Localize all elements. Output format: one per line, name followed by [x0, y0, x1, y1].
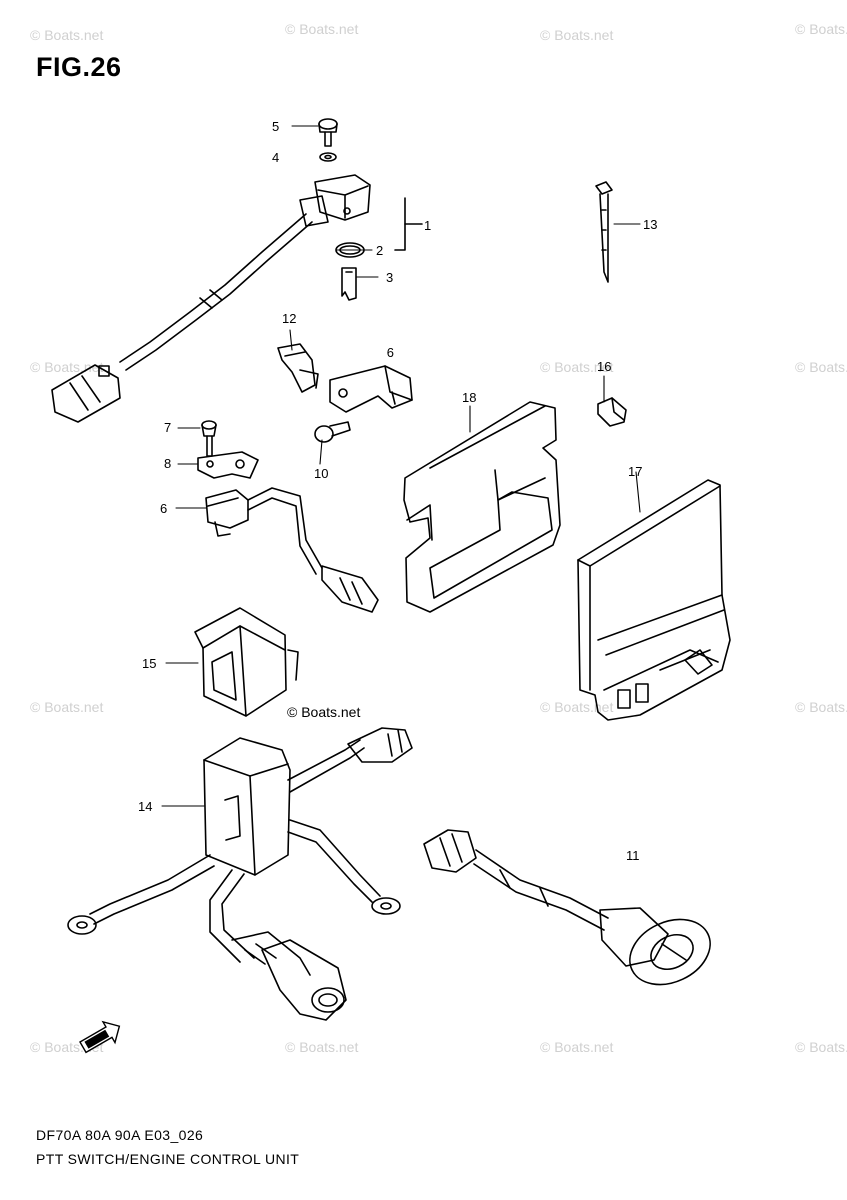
figure-title: FIG.26 [36, 52, 122, 82]
callout-16: 16 [597, 359, 611, 374]
callout-7: 7 [164, 420, 171, 435]
cover-15 [194, 607, 299, 717]
figure-description: PTT SWITCH/ENGINE CONTROL UNIT [36, 1151, 300, 1167]
callout-5: 5 [272, 119, 279, 134]
washer-4 [319, 152, 337, 162]
clip-3 [341, 267, 357, 301]
callout-1: 1 [424, 218, 431, 233]
callout-15: 15 [142, 656, 156, 671]
watermark: © Boats.net [540, 1039, 613, 1055]
watermark: © Boats.net [540, 699, 613, 715]
watermark: © Boats.net [285, 1039, 358, 1055]
screw-5 [318, 118, 338, 147]
model-code: DF70A 80A 90A E03_026 [36, 1127, 204, 1143]
watermark: © Boats.net [795, 1039, 847, 1055]
callout-14: 14 [138, 799, 152, 814]
bolt-16 [597, 397, 627, 427]
callout-numbers: 5 4 1 2 3 13 12 9 16 18 7 10 8 17 6 15 1… [138, 119, 657, 863]
watermark: © Boats.net [30, 699, 103, 715]
watermark: © Boats.net [540, 359, 613, 375]
callout-13: 13 [643, 217, 657, 232]
watermark: © Boats.net [795, 21, 847, 37]
callout-9: 9 [387, 345, 394, 360]
cover-18 [403, 401, 561, 613]
bolt-10 [314, 421, 351, 443]
cable-tie-13 [595, 181, 613, 283]
callout-4: 4 [272, 150, 279, 165]
harness-11 [423, 829, 711, 986]
callout-11: 11 [626, 848, 640, 863]
watermark: © Boats.net [795, 699, 847, 715]
callout-17: 17 [628, 464, 642, 479]
fwd-arrow-icon [79, 1020, 121, 1054]
bracket-9 [329, 365, 413, 413]
trim-sender-harness [51, 174, 371, 423]
callout-12: 12 [282, 311, 296, 326]
watermarks: © Boats.net © Boats.net © Boats.net © Bo… [30, 21, 847, 1055]
watermark: © Boats.net [795, 359, 847, 375]
ecu-17 [577, 479, 731, 721]
callout-2: 2 [376, 243, 383, 258]
callout-3: 3 [386, 270, 393, 285]
relay-harness-14 [67, 727, 413, 1021]
leader-lines [161, 125, 641, 807]
clamp-12 [277, 343, 319, 393]
plate-8 [197, 451, 259, 479]
callout-8: 8 [164, 456, 171, 471]
boats-net-credit: © Boats.net [287, 704, 360, 720]
callout-18: 18 [462, 390, 476, 405]
watermark: © Boats.net [30, 27, 103, 43]
callout-6: 6 [160, 501, 167, 516]
callout-bracket [394, 197, 406, 251]
watermark: © Boats.net [285, 21, 358, 37]
bolt-7 [201, 420, 217, 457]
watermark: © Boats.net [540, 27, 613, 43]
callout-10: 10 [314, 466, 328, 481]
ptt-switch-6 [205, 487, 379, 613]
